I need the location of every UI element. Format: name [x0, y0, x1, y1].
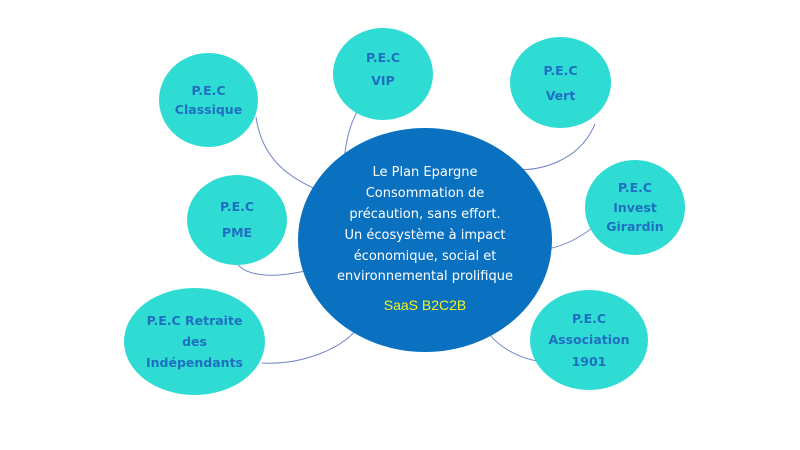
node-label: Classique	[174, 102, 243, 117]
node-label: Girardin	[606, 219, 664, 235]
node-pec-pme: P.E.C PME	[187, 175, 287, 265]
node-label: Indépendants	[146, 355, 243, 371]
node-pec-retraite-independants: P.E.C Retraite des Indépendants	[124, 288, 265, 395]
node-title: P.E.C Retraite	[146, 312, 243, 328]
node-label: Invest	[613, 199, 657, 215]
node-label: PME	[221, 225, 253, 240]
node-title: P.E.C	[543, 62, 578, 78]
node-label: VIP	[371, 73, 395, 89]
node-title: P.E.C	[191, 82, 226, 98]
node-label: Vert	[545, 87, 576, 103]
node-pec-association-1901: P.E.C Association 1901	[530, 290, 648, 390]
center-text-line: Consommation de	[365, 186, 485, 202]
central-concept: Le Plan Epargne Consommation de précauti…	[298, 128, 552, 352]
center-text-line: environnemental prolifique	[337, 269, 513, 285]
node-label: Association	[548, 332, 630, 348]
node-label: des	[182, 333, 207, 349]
center-text-line: Un écosystème à impact	[344, 227, 506, 243]
node-pec-vip: P.E.C VIP	[333, 28, 433, 120]
node-title: P.E.C	[617, 180, 653, 196]
node-title: P.E.C	[571, 311, 607, 327]
node-title: P.E.C	[365, 50, 401, 65]
node-label: 1901	[571, 353, 607, 369]
node-pec-classique: P.E.C Classique	[159, 53, 258, 147]
saas-tag: SaaS B2C2B	[383, 297, 467, 314]
center-text-line: précaution, sans effort.	[349, 207, 501, 222]
center-text-line: économique, social et	[353, 248, 497, 264]
node-pec-vert: P.E.C Vert	[510, 37, 611, 128]
node-title: P.E.C	[219, 198, 255, 214]
node-pec-invest-girardin: P.E.C Invest Girardin	[585, 160, 685, 255]
center-text-line: Le Plan Epargne	[372, 165, 478, 181]
